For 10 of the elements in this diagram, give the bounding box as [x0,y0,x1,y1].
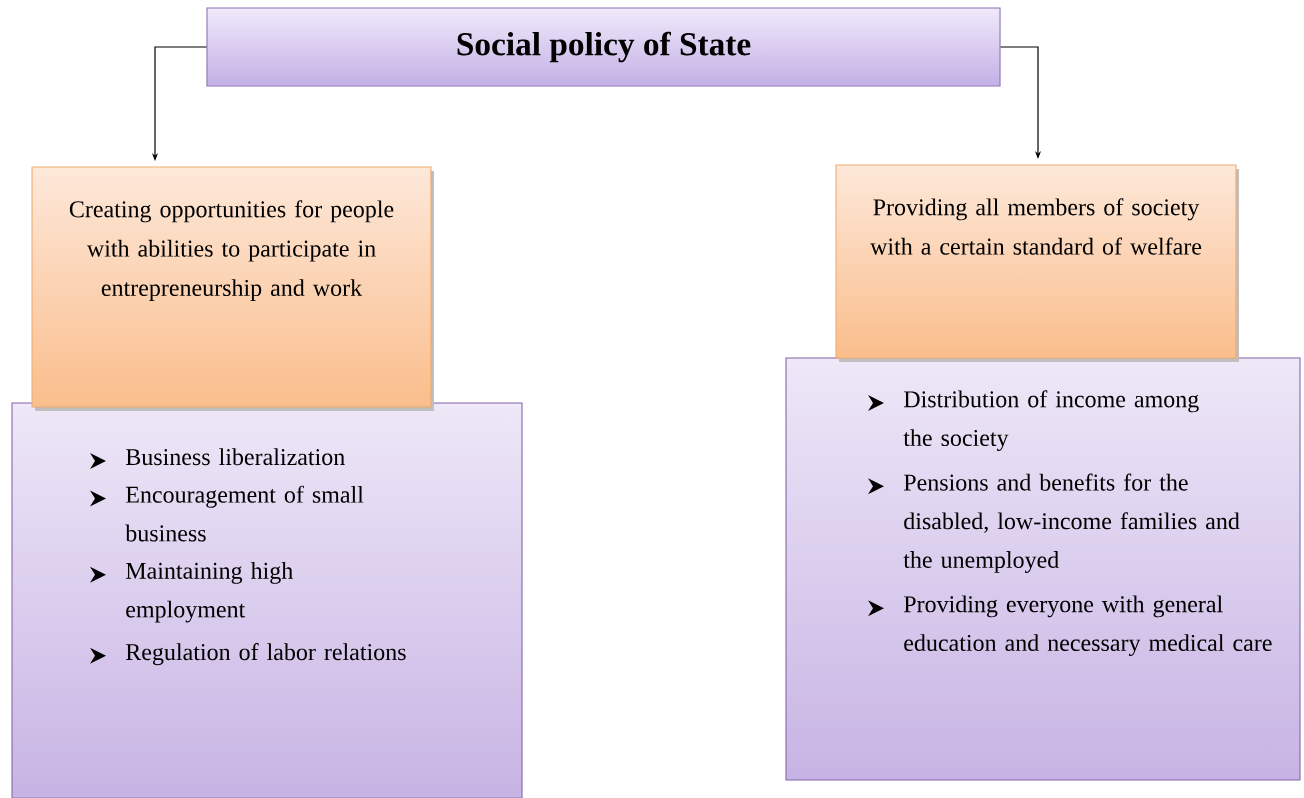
title-box: Social policy of State [206,7,1001,87]
heading-box: Creating opportunities for people with abilities to participate in entrepreneurship and work [31,166,432,408]
list-item: Maintaining high employment [125,562,293,623]
list-item: Business liberalization [125,448,345,466]
list-item: Providing everyone with general education and necessary medical care [903,595,1272,656]
list-item: Encouragement of small business [125,485,364,542]
list-item: Distribution of income among the society [903,390,1199,451]
heading-box: Providing all members of society with a certain standard of welfare [835,164,1237,359]
list-item: Regulation of labor relations [125,643,406,666]
list-item: Pensions and benefits for the disabled, low-income families and the unemployed [903,473,1240,573]
